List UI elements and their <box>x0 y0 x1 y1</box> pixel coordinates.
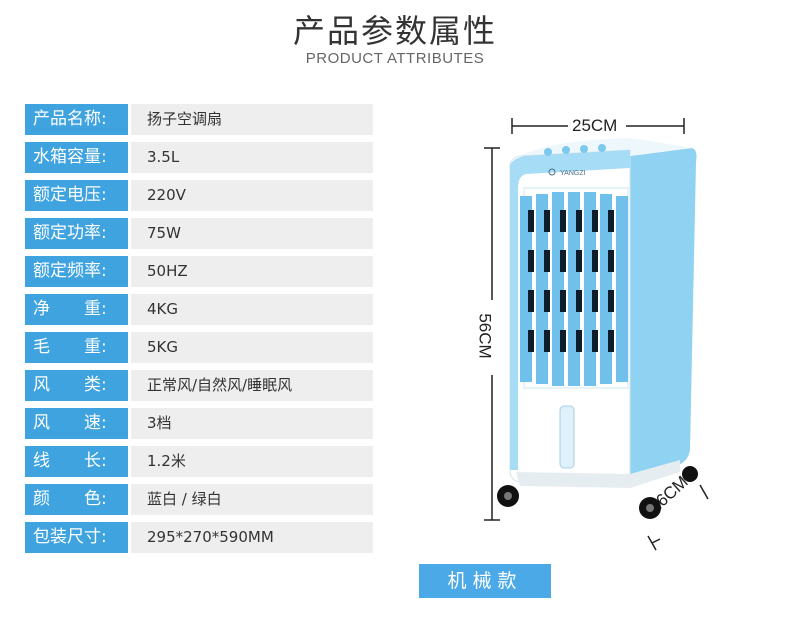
attr-row-voltage: 额定电压: 220V <box>25 180 373 211</box>
attr-value: 75W <box>131 218 373 249</box>
attr-row-frequency: 额定频率: 50HZ <box>25 256 373 287</box>
attr-label: 净 重: <box>25 294 128 325</box>
attr-label: 线 长: <box>25 446 128 477</box>
attr-value: 3.5L <box>131 142 373 173</box>
attr-label: 颜 色: <box>25 484 128 515</box>
page-subtitle: PRODUCT ATTRIBUTES <box>305 50 485 67</box>
brand-logo: YANGZI <box>560 170 586 177</box>
page-title: 产品参数属性 <box>292 12 497 50</box>
attr-row-tank: 水箱容量: 3.5L <box>25 142 373 173</box>
attribute-table: 产品名称: 扬子空调扇 水箱容量: 3.5L 额定电压: 220V 额定功率: … <box>25 104 373 560</box>
attr-value: 4KG <box>131 294 373 325</box>
attr-label: 额定功率: <box>25 218 128 249</box>
attr-value: 1.2米 <box>131 446 373 477</box>
air-cooler-illustration: YANGZI <box>497 138 698 519</box>
attr-label: 风 类: <box>25 370 128 401</box>
attr-label: 额定频率: <box>25 256 128 287</box>
attr-label: 毛 重: <box>25 332 128 363</box>
attr-label: 额定电压: <box>25 180 128 211</box>
attr-label: 水箱容量: <box>25 142 128 173</box>
attr-row-wind-type: 风 类: 正常风/自然风/睡眠风 <box>25 370 373 401</box>
attr-row-color: 颜 色: 蓝白 / 绿白 <box>25 484 373 515</box>
attr-value: 220V <box>131 180 373 211</box>
attr-row-power: 额定功率: 75W <box>25 218 373 249</box>
mechanical-model-badge: 机械款 <box>419 564 551 598</box>
attr-row-cord-length: 线 长: 1.2米 <box>25 446 373 477</box>
louver-grille <box>520 192 628 386</box>
width-dimension: 25CM <box>572 116 618 135</box>
attr-row-wind-speed: 风 速: 3档 <box>25 408 373 439</box>
attr-label: 产品名称: <box>25 104 128 135</box>
attr-value: 50HZ <box>131 256 373 287</box>
attr-row-package-size: 包装尺寸: 295*270*590MM <box>25 522 373 553</box>
attr-value: 扬子空调扇 <box>131 104 373 135</box>
wheel-icon <box>682 466 698 482</box>
attr-label: 风 速: <box>25 408 128 439</box>
attr-value: 正常风/自然风/睡眠风 <box>131 370 373 401</box>
attr-value: 295*270*590MM <box>131 522 373 553</box>
attr-row-net-weight: 净 重: 4KG <box>25 294 373 325</box>
attr-row-name: 产品名称: 扬子空调扇 <box>25 104 373 135</box>
attr-label: 包装尺寸: <box>25 522 128 553</box>
attr-value: 5KG <box>131 332 373 363</box>
attr-value: 蓝白 / 绿白 <box>131 484 373 515</box>
attr-row-gross-weight: 毛 重: 5KG <box>25 332 373 363</box>
attr-value: 3档 <box>131 408 373 439</box>
